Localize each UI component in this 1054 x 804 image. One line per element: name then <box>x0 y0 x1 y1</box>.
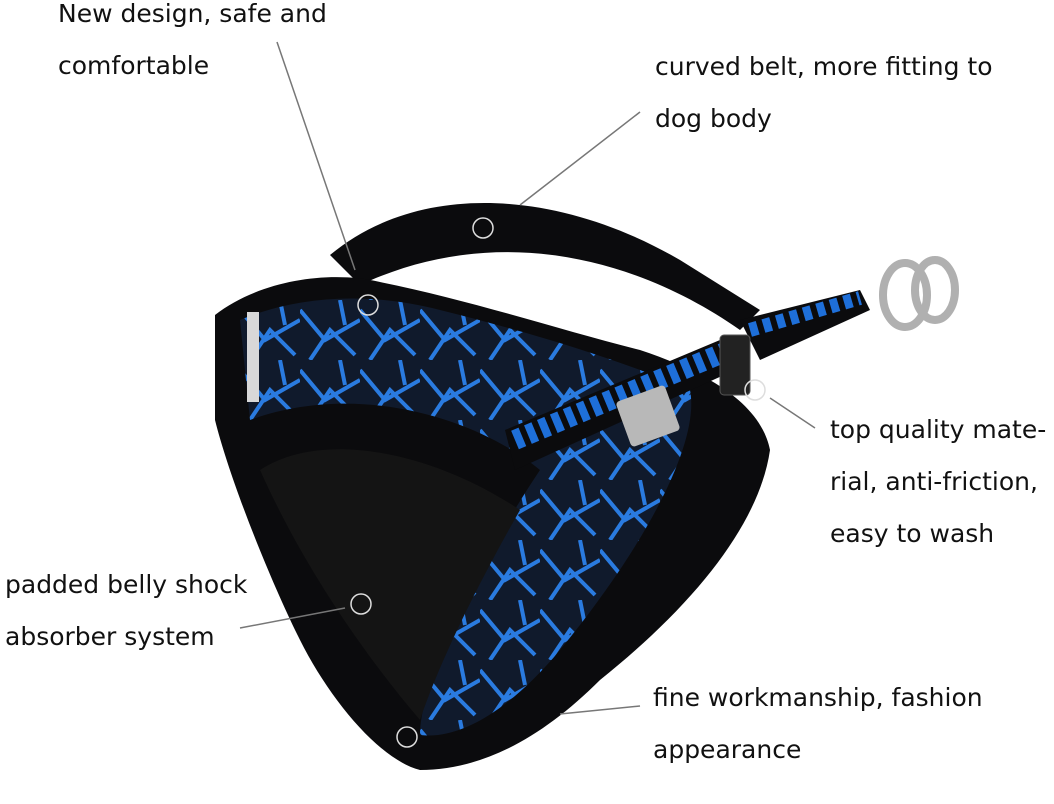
curved-belt <box>330 202 760 330</box>
d-ring <box>879 256 959 331</box>
callout-line: rial, anti-friction, <box>830 467 1038 496</box>
callout-line: top quality mate- <box>830 415 1047 444</box>
strap-stripes <box>511 340 734 450</box>
callout-line: fine workmanship, fashion <box>653 683 983 712</box>
metal-buckle-tag <box>616 385 680 447</box>
callout-line: curved belt, more fitting to <box>655 52 993 81</box>
callout-line: easy to wash <box>830 519 995 548</box>
plastic-buckle <box>719 334 751 396</box>
callout-line: New design, safe and <box>58 0 327 28</box>
callout-workmanship: fine workmanship, fashion appearance <box>653 672 983 776</box>
callout-belt: curved belt, more fitting to dog body <box>655 41 993 145</box>
leader-lines <box>239 41 816 715</box>
callout-line: comfortable <box>58 51 210 80</box>
padded-belly <box>260 449 520 720</box>
reflective-strip <box>247 312 259 402</box>
marker-circles <box>350 217 766 748</box>
callout-line: padded belly shock <box>5 570 248 599</box>
callout-line: dog body <box>655 104 772 133</box>
callout-design: New design, safe and comfortable <box>58 0 327 92</box>
callout-line: appearance <box>653 735 802 764</box>
callout-line: absorber system <box>5 622 215 651</box>
callout-material: top quality mate- rial, anti-friction, e… <box>830 404 1046 560</box>
callout-belly: padded belly shock absorber system <box>5 559 247 663</box>
